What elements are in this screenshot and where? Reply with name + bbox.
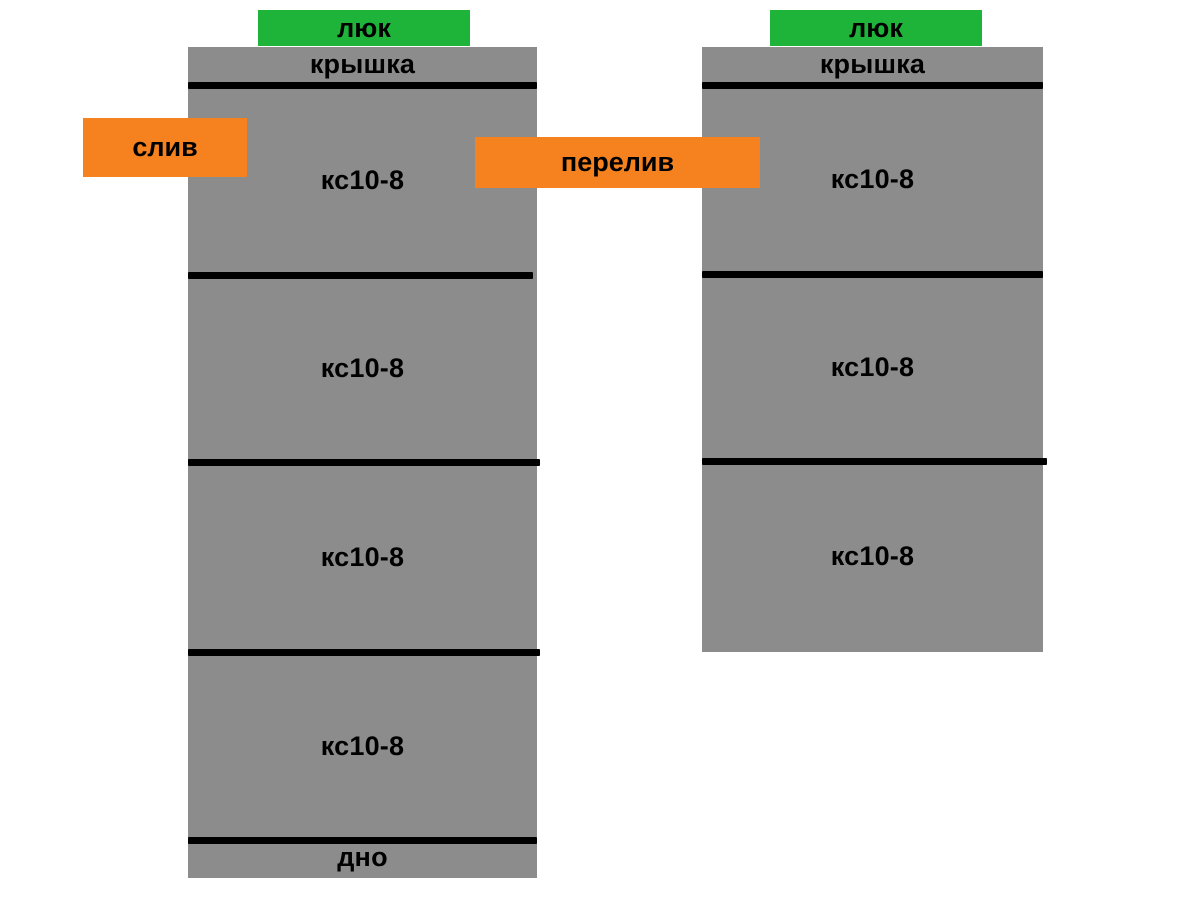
tank-right-ring-2-label: кс10-8 bbox=[830, 352, 915, 382]
tank-left-section-bottom: дно bbox=[188, 840, 537, 878]
tank-right-ring-1-label: кс10-8 bbox=[830, 164, 915, 194]
tank-right-section-cover: крышка bbox=[702, 47, 1043, 85]
tank-left-ring-2-label: кс10-8 bbox=[320, 353, 405, 383]
tank-left-bottom-label: дно bbox=[337, 842, 388, 872]
hatch-right-label: люк bbox=[849, 12, 903, 43]
tank-left-ring-4-label: кс10-8 bbox=[320, 730, 405, 761]
tank-left-joint-3 bbox=[188, 459, 540, 466]
tank-left-joint-2 bbox=[188, 272, 533, 279]
tank-left-joint-4 bbox=[188, 649, 540, 656]
tank-left-joint-5 bbox=[188, 837, 537, 844]
tank-left-ring-3-label: кс10-8 bbox=[320, 541, 405, 572]
tank-right-section-ring-1: кс10-8 bbox=[702, 85, 1043, 274]
hatch-left: люк bbox=[258, 10, 470, 46]
tank-left-section-ring-3: кс10-8 bbox=[188, 462, 537, 652]
pipe-overflow: перелив bbox=[475, 137, 760, 188]
tank-right-joint-2 bbox=[702, 271, 1043, 278]
tank-left-section-ring-4: кс10-8 bbox=[188, 652, 537, 840]
tank-right-section-ring-2: кс10-8 bbox=[702, 274, 1043, 461]
pipe-overflow-label: перелив bbox=[560, 147, 675, 177]
tank-right-joint-1 bbox=[702, 82, 1043, 89]
tank-left-section-cover: крышка bbox=[188, 47, 537, 85]
tank-left-section-ring-2: кс10-8 bbox=[188, 275, 537, 462]
pipe-drain: слив bbox=[83, 118, 247, 177]
tank-right-section-ring-3: кс10-8 bbox=[702, 461, 1043, 652]
tank-left-joint-1 bbox=[188, 82, 537, 89]
tank-right-joint-3 bbox=[702, 458, 1047, 465]
tank-left-section-ring-1: кс10-8 bbox=[188, 85, 537, 275]
tank-right-ring-3-label: кс10-8 bbox=[830, 541, 915, 571]
hatch-right: люк bbox=[770, 10, 982, 46]
hatch-left-label: люк bbox=[337, 12, 391, 43]
tank-left-cover-label: крышка bbox=[309, 49, 416, 79]
tank-right-cover-label: крышка bbox=[819, 49, 926, 79]
pipe-drain-label: слив bbox=[132, 132, 198, 162]
tank-left-ring-1-label: кс10-8 bbox=[320, 164, 405, 195]
